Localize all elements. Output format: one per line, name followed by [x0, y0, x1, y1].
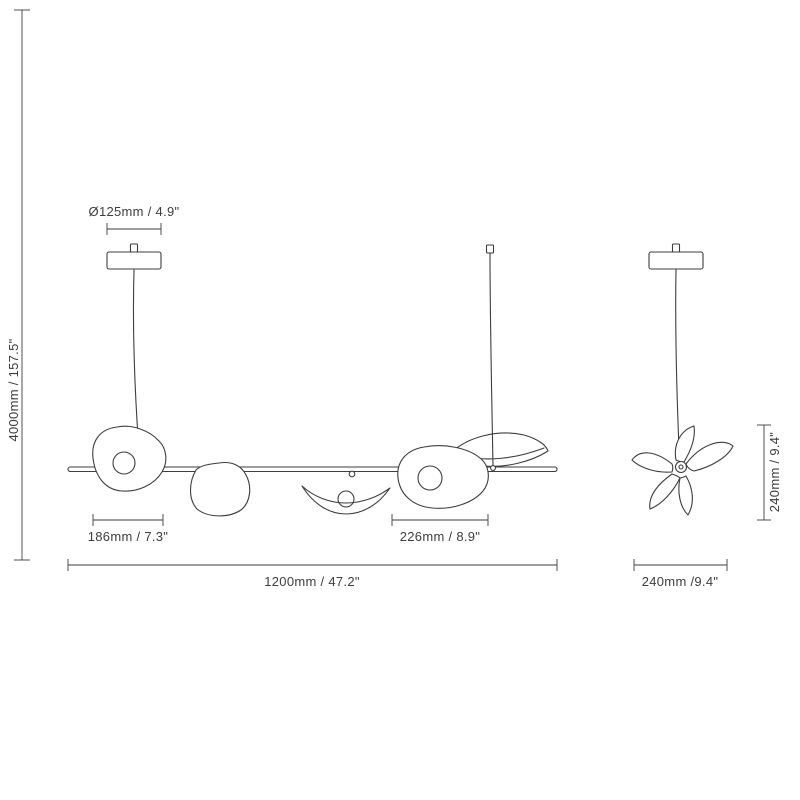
cable-top-mount — [485, 244, 495, 254]
ceiling-canopy — [106, 243, 162, 270]
dim-total-length: 1200mm / 47.2" — [67, 559, 558, 589]
ceiling-canopy-side — [648, 243, 704, 270]
dim-cluster-width: 240mm /9.4" — [633, 559, 728, 589]
shade-opening — [417, 465, 443, 491]
shade-opening — [112, 451, 136, 475]
suspension-cable-side — [675, 268, 680, 449]
side-view: 240mm / 9.4" 240mm /9.4" — [631, 243, 782, 589]
dim-canopy-diameter: Ø125mm / 4.9" — [89, 204, 180, 235]
shade-cluster — [631, 425, 734, 516]
shade-pebble-right — [397, 445, 489, 509]
dim-cluster-height: 240mm / 9.4" — [757, 424, 782, 521]
petal-bottom — [678, 475, 693, 516]
cluster-hub-center — [678, 464, 684, 470]
cluster-width-label: 240mm /9.4" — [642, 574, 719, 589]
canopy-stem — [129, 243, 139, 253]
cable-bar-connector — [490, 465, 496, 471]
dim-right-shade-width: 226mm / 8.9" — [391, 514, 489, 544]
total-length-label: 1200mm / 47.2" — [264, 574, 360, 589]
left-shade-width-label: 186mm / 7.3" — [88, 529, 169, 544]
shade-connector — [348, 470, 356, 478]
suspension-cable-right — [485, 244, 496, 471]
shade-pebble-left — [92, 425, 167, 492]
shade-rounded-square — [189, 461, 251, 517]
shade-opening — [337, 490, 355, 508]
drop-height-label: 4000mm / 157.5" — [6, 338, 21, 441]
right-shade-width-label: 226mm / 8.9" — [400, 529, 481, 544]
shade-wing — [301, 470, 391, 515]
petal-right — [685, 441, 734, 472]
cluster-height-label: 240mm / 9.4" — [767, 432, 782, 513]
front-view: 4000mm / 157.5" Ø125mm / 4.9" — [6, 9, 558, 589]
canopy-diameter-label: Ø125mm / 4.9" — [89, 204, 180, 219]
petal-left — [631, 452, 674, 473]
cluster-hub — [674, 460, 688, 474]
canopy-stem — [671, 243, 681, 253]
canopy-body — [106, 251, 162, 270]
dim-drop-height: 4000mm / 157.5" — [6, 9, 30, 561]
dim-left-shade-width: 186mm / 7.3" — [88, 514, 169, 544]
canopy-body — [648, 251, 704, 270]
petal-bottom-left — [649, 473, 681, 510]
